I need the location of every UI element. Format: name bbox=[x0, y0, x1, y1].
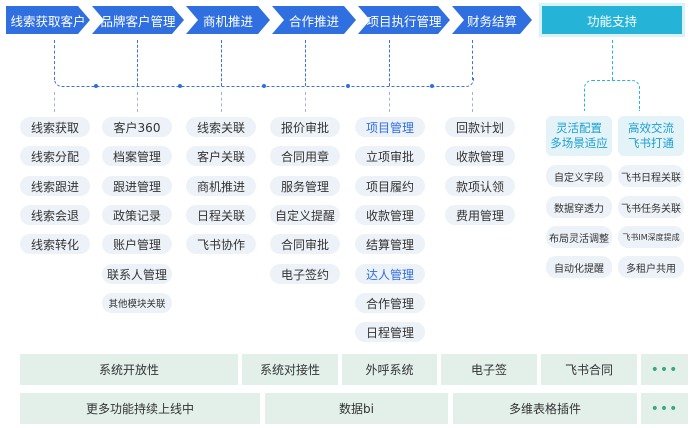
block-feishu-contract: 飞书合同 bbox=[541, 354, 637, 385]
tag-feishu-task: 飞书任务关联 bbox=[618, 196, 684, 218]
tag-data-drilldown: 数据穿透力 bbox=[546, 196, 612, 218]
item-followup-mgmt: 跟进管理 bbox=[102, 176, 172, 196]
connector-tick-2 bbox=[137, 40, 138, 86]
item-schedule-link: 日程关联 bbox=[186, 205, 256, 225]
column-stub-3 bbox=[221, 92, 222, 112]
tag-custom-fields: 自定义字段 bbox=[546, 165, 612, 187]
connector-tick-4 bbox=[305, 40, 306, 86]
item-account-mgmt: 账户管理 bbox=[102, 234, 172, 254]
connector-dot-1 bbox=[94, 84, 98, 88]
connector-dot-4 bbox=[346, 84, 350, 88]
item-project-approval: 立项审批 bbox=[355, 146, 425, 166]
item-lead-followup: 线索跟进 bbox=[20, 176, 90, 196]
item-service-mgmt: 服务管理 bbox=[270, 176, 340, 196]
item-payment-claim: 款项认领 bbox=[445, 176, 515, 196]
connector-dot-3 bbox=[262, 84, 266, 88]
item-contract-approval: 合同审批 bbox=[270, 234, 340, 254]
item-receipt-mgmt: 收款管理 bbox=[445, 146, 515, 166]
item-lead-convert: 线索转化 bbox=[20, 234, 90, 254]
item-contract-seal: 合同用章 bbox=[270, 146, 340, 166]
column-stub-2 bbox=[137, 92, 138, 112]
item-payment-plan: 回款计划 bbox=[445, 117, 515, 137]
column-stub-4 bbox=[305, 92, 306, 112]
support-connector-branch bbox=[584, 80, 640, 111]
step-lead-acquisition: 线索获取客户 bbox=[6, 6, 90, 34]
block-more-features: 更多功能持续上线中 bbox=[20, 393, 260, 424]
item-settlement-mgmt: 结算管理 bbox=[355, 234, 425, 254]
step-project-execution: 项目执行管理 bbox=[358, 6, 450, 34]
item-customer-360: 客户360 bbox=[102, 117, 172, 137]
block-outbound-call: 外呼系统 bbox=[342, 354, 437, 385]
column-stub-5 bbox=[389, 92, 390, 112]
tag-multi-tenant: 多租户共用 bbox=[618, 256, 684, 278]
step-cooperation: 合作推进 bbox=[272, 6, 356, 34]
more-icon: ••• bbox=[641, 393, 688, 424]
item-opportunity-push: 商机推进 bbox=[186, 176, 256, 196]
item-feishu-collab: 飞书协作 bbox=[186, 234, 256, 254]
item-quote-approval: 报价审批 bbox=[270, 117, 340, 137]
item-e-sign: 电子签约 bbox=[270, 264, 340, 284]
item-policy-record: 政策记录 bbox=[102, 205, 172, 225]
connector-tick-5 bbox=[389, 40, 390, 86]
item-lead-return: 线索会退 bbox=[20, 205, 90, 225]
block-e-signature: 电子签 bbox=[441, 354, 537, 385]
column-stub-6 bbox=[472, 92, 473, 112]
block-system-integration: 系统对接性 bbox=[242, 354, 338, 385]
connector-dot-5 bbox=[430, 84, 434, 88]
item-collection-mgmt: 收款管理 bbox=[355, 205, 425, 225]
block-system-openness: 系统开放性 bbox=[20, 354, 238, 385]
item-lead-acquire: 线索获取 bbox=[20, 117, 90, 137]
feature-flexible-config: 灵活配置 多场景适应 bbox=[546, 116, 612, 156]
item-project-mgmt: 项目管理 bbox=[355, 117, 425, 137]
item-schedule-mgmt: 日程管理 bbox=[355, 322, 425, 342]
item-influencer-mgmt: 达人管理 bbox=[355, 264, 425, 284]
connector-tick-6 bbox=[472, 40, 473, 80]
tag-auto-reminder: 自动化提醒 bbox=[546, 256, 612, 278]
support-connector-top bbox=[612, 40, 613, 80]
column-stub-1 bbox=[54, 92, 55, 112]
item-project-fulfill: 项目履约 bbox=[355, 176, 425, 196]
connector-dot-2 bbox=[178, 84, 182, 88]
block-multidim-table: 多维表格插件 bbox=[453, 393, 637, 424]
step-opportunity: 商机推进 bbox=[186, 6, 270, 34]
tag-feishu-im: 飞书IM深度提成 bbox=[618, 226, 684, 248]
item-lead-link: 线索关联 bbox=[186, 117, 256, 137]
item-contact-mgmt: 联系人管理 bbox=[102, 264, 172, 284]
tag-feishu-calendar: 飞书日程关联 bbox=[618, 165, 684, 187]
item-cooperation-mgmt: 合作管理 bbox=[355, 293, 425, 313]
item-profile-mgmt: 档案管理 bbox=[102, 146, 172, 166]
connector-tick-3 bbox=[221, 40, 222, 86]
item-other-modules: 其他模块关联 bbox=[102, 293, 172, 313]
item-expense-mgmt: 费用管理 bbox=[445, 205, 515, 225]
step-finance: 财务结算 bbox=[452, 6, 532, 34]
item-customer-link: 客户关联 bbox=[186, 146, 256, 166]
feature-feishu-integration: 高效交流 飞书打通 bbox=[618, 116, 684, 156]
support-header: 功能支持 bbox=[542, 6, 682, 34]
connector-tick-1 bbox=[54, 40, 55, 80]
block-data-bi: 数据bi bbox=[265, 393, 448, 424]
item-lead-assign: 线索分配 bbox=[20, 146, 90, 166]
step-brand-customer: 品牌客户管理 bbox=[92, 6, 184, 34]
tag-flexible-layout: 布局灵活调整 bbox=[546, 226, 612, 248]
more-icon: ••• bbox=[641, 354, 688, 385]
item-custom-reminder: 自定义提醒 bbox=[270, 205, 340, 225]
